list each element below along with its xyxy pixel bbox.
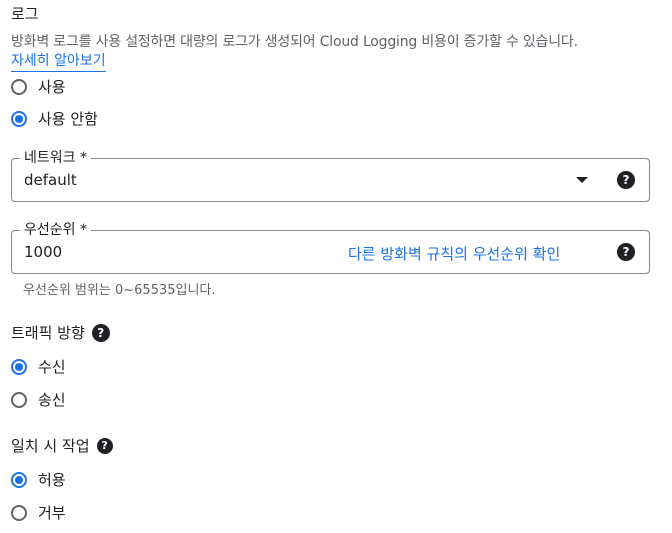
priority-label: 우선순위 * xyxy=(20,221,91,239)
action-heading: 일치 시 작업 ? xyxy=(11,435,113,456)
network-label: 네트워크 * xyxy=(20,149,91,167)
direction-option-egress[interactable]: 송신 xyxy=(11,389,66,410)
logs-on-label: 사용 xyxy=(38,78,66,96)
logs-title: 로그 xyxy=(11,5,39,23)
action-option-deny[interactable]: 거부 xyxy=(11,502,66,523)
direction-help-icon[interactable]: ? xyxy=(91,323,110,342)
priority-field[interactable]: 우선순위 * 1000 다른 방화벽 규칙의 우선순위 확인 ? xyxy=(11,221,650,274)
network-help-icon[interactable]: ? xyxy=(617,171,635,189)
chevron-down-icon[interactable] xyxy=(576,177,588,183)
allow-label: 허용 xyxy=(38,471,66,489)
ingress-radio[interactable] xyxy=(11,358,27,375)
deny-radio[interactable] xyxy=(11,504,27,521)
learn-more-link[interactable]: 자세히 알아보기 xyxy=(11,53,106,72)
egress-radio[interactable] xyxy=(11,391,27,408)
check-priority-link[interactable]: 다른 방화벽 규칙의 우선순위 확인 xyxy=(348,245,561,263)
logs-description: 방화벽 로그를 사용 설정하면 대량의 로그가 생성되어 Cloud Loggi… xyxy=(11,34,578,50)
priority-help-icon[interactable]: ? xyxy=(617,243,635,261)
direction-option-ingress[interactable]: 수신 xyxy=(11,356,66,377)
direction-heading: 트래픽 방향 ? xyxy=(11,322,110,343)
action-option-allow[interactable]: 허용 xyxy=(11,469,66,490)
priority-hint: 우선순위 범위는 0~65535입니다. xyxy=(23,283,216,298)
priority-input[interactable]: 1000 xyxy=(24,243,63,261)
egress-label: 송신 xyxy=(38,391,66,409)
logs-off-label: 사용 안함 xyxy=(38,110,98,128)
network-select[interactable]: 네트워크 * default ? xyxy=(11,149,650,202)
action-title: 일치 시 작업 xyxy=(11,437,90,455)
logs-off-radio[interactable] xyxy=(11,110,27,127)
network-value: default xyxy=(24,171,77,189)
allow-radio[interactable] xyxy=(11,471,27,488)
action-help-icon[interactable]: ? xyxy=(96,437,113,454)
logs-on-radio[interactable] xyxy=(11,78,27,95)
logs-option-on[interactable]: 사용 xyxy=(11,76,66,97)
ingress-label: 수신 xyxy=(38,358,66,376)
deny-label: 거부 xyxy=(38,504,66,522)
direction-title: 트래픽 방향 xyxy=(11,324,85,342)
logs-option-off[interactable]: 사용 안함 xyxy=(11,108,98,129)
